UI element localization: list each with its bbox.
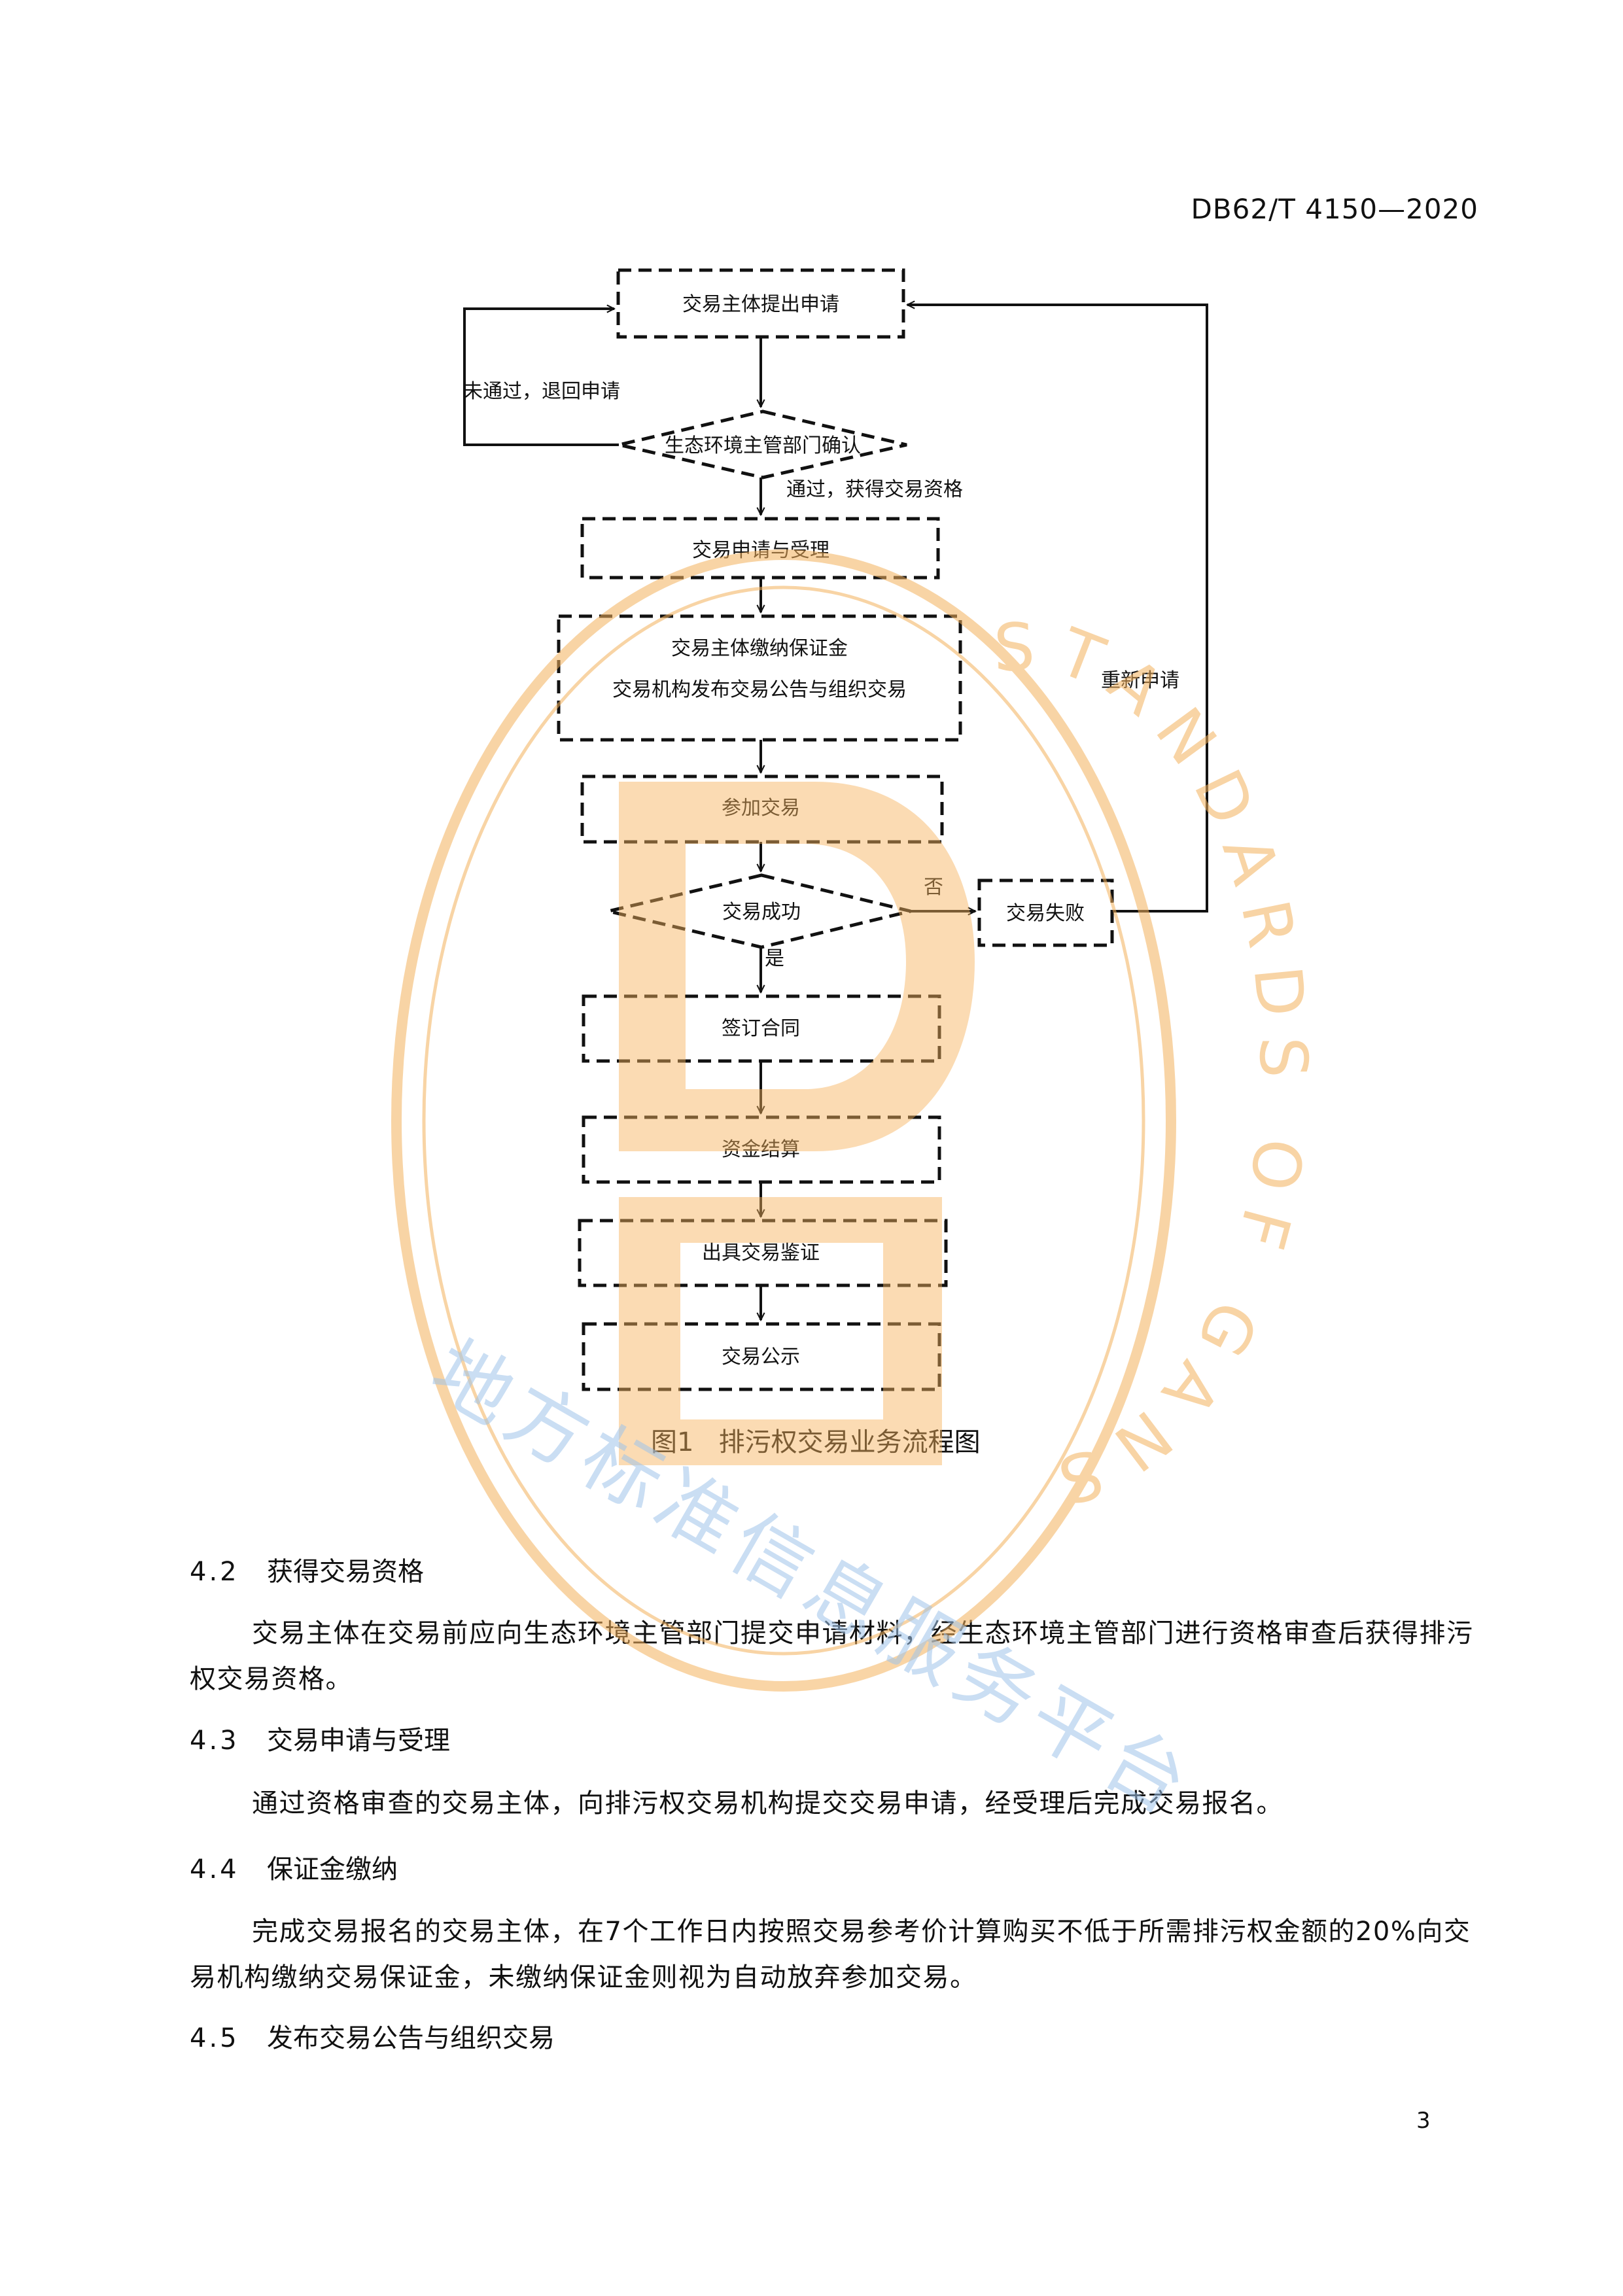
figure-caption: 图1 排污权交易业务流程图 <box>651 1427 981 1457</box>
node-deposit-label-2: 交易机构发布交易公告与组织交易 <box>612 678 907 701</box>
document-code: DB62/T 4150—2020 <box>1191 193 1478 225</box>
edge-label-reapply: 重新申请 <box>1101 669 1179 692</box>
section-heading-4-5: 4.5 发布交易公告与组织交易 <box>190 2017 555 2055</box>
node-deposit-label-1: 交易主体缴纳保证金 <box>671 637 848 660</box>
section-heading-4-4: 4.4 保证金缴纳 <box>190 1848 398 1886</box>
section-heading-4-3: 4.3 交易申请与受理 <box>190 1719 450 1757</box>
section-4-3-paragraph: 通过资格审查的交易主体，向排污权交易机构提交交易申请，经受理后完成交易报名。 <box>252 1788 1283 1818</box>
node-apply-label: 交易主体提出申请 <box>682 293 839 316</box>
loop-reapply <box>907 305 1208 913</box>
edge-label-passed: 通过，获得交易资格 <box>786 478 963 501</box>
section-number: 4.5 <box>190 2023 239 2053</box>
node-settle-label: 资金结算 <box>722 1138 800 1161</box>
process-flowchart: 交易主体提出申请 生态环境主管部门确认 交易申请与受理 交易主体缴纳保证金 交易… <box>463 268 1208 1457</box>
section-4-4-paragraph: 完成交易报名的交易主体，在7个工作日内按照交易参考价计算购买不低于所需排污权金额… <box>190 1917 1471 1992</box>
edge-label-rejected: 未通过，退回申请 <box>463 380 620 403</box>
section-number: 4.3 <box>190 1726 239 1756</box>
section-number: 4.4 <box>190 1854 239 1885</box>
section-title: 保证金缴纳 <box>267 1854 398 1885</box>
section-heading-4-2: 4.2 获得交易资格 <box>190 1550 424 1588</box>
edge-label-yes: 是 <box>765 947 784 970</box>
node-fail-label: 交易失败 <box>1006 902 1085 925</box>
node-confirm-label: 生态环境主管部门确认 <box>665 434 861 457</box>
loop-rejected <box>463 309 619 446</box>
edge-label-no: 否 <box>924 876 943 899</box>
section-4-2-paragraph: 交易主体在交易前应向生态环境主管部门提交申请材料，经生态环境主管部门进行资格审查… <box>190 1618 1474 1694</box>
node-certify-label: 出具交易鉴证 <box>702 1242 820 1264</box>
section-title: 交易申请与受理 <box>267 1726 450 1756</box>
node-success-label: 交易成功 <box>722 901 801 924</box>
section-number: 4.2 <box>190 1557 239 1587</box>
node-confirm <box>618 409 907 479</box>
node-participate-label: 参加交易 <box>722 797 800 820</box>
page-number: 3 <box>1416 2108 1431 2134</box>
node-contract-label: 签订合同 <box>722 1017 800 1040</box>
section-title: 发布交易公告与组织交易 <box>267 2023 555 2053</box>
node-accept-label: 交易申请与受理 <box>692 539 829 562</box>
node-publicize-label: 交易公示 <box>722 1346 800 1368</box>
section-title: 获得交易资格 <box>267 1557 424 1587</box>
